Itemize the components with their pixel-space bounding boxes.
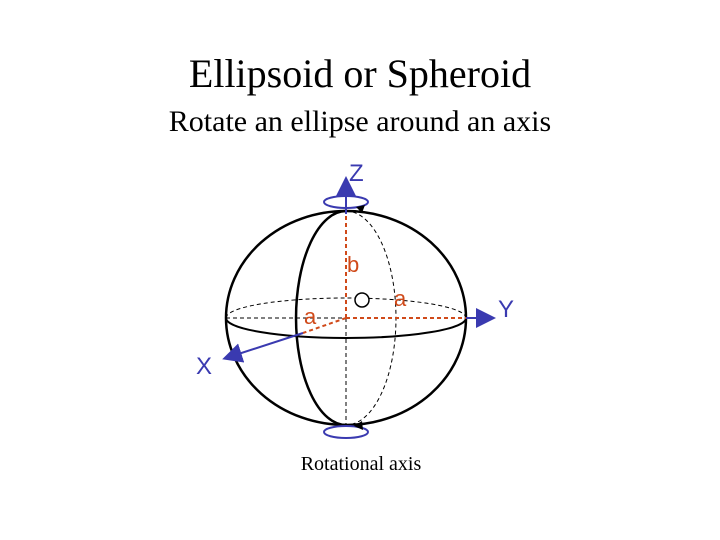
bottom-rotation-loop — [323, 425, 369, 439]
x-axis-label: X — [196, 353, 212, 380]
slide-subtitle: Rotate an ellipse around an axis — [168, 105, 552, 138]
z-axis-label: Z — [349, 160, 364, 187]
y-axis-label: Y — [498, 296, 514, 323]
bottom-rotation-arrowhead-icon — [354, 421, 363, 430]
x-axis-arrow — [222, 332, 304, 363]
semi-major-x-label: a — [304, 304, 317, 329]
equator-front — [225, 317, 467, 339]
top-rotation-arrowhead-icon — [356, 205, 365, 213]
semi-major-y-label: a — [394, 286, 407, 311]
center-point-icon — [354, 292, 370, 308]
radius-a-x-line — [302, 317, 347, 334]
semi-minor-label: b — [347, 252, 359, 277]
rotational-axis-caption: Rotational axis — [301, 453, 422, 475]
top-rotation-loop — [323, 195, 369, 209]
slide-title: Ellipsoid or Spheroid — [188, 51, 532, 96]
equator-back — [225, 297, 467, 319]
